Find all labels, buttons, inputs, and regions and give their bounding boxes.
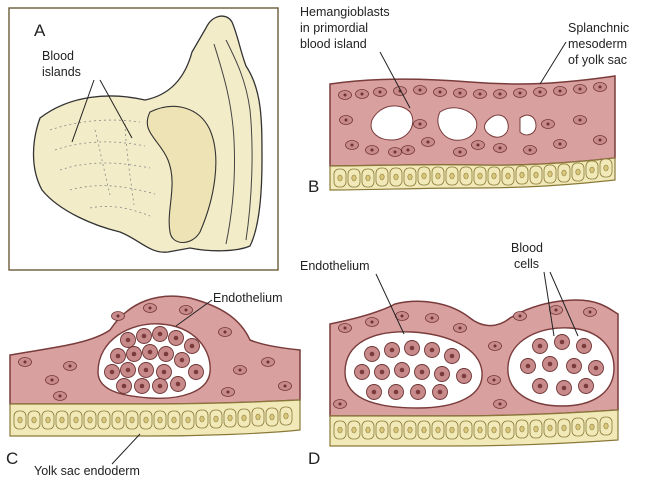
splanchnic-label-line3: of yolk sac — [568, 53, 627, 67]
yolk-sac-endoderm-label: Yolk sac endoderm — [34, 464, 140, 478]
panel-c-letter: C — [6, 449, 18, 468]
blood-cells-label-line2: cells — [514, 257, 539, 271]
embryo-yolk-sac-drawing — [32, 15, 263, 253]
blood-cells-label-line1: Blood — [511, 241, 543, 255]
blood-islands-leader-2 — [99, 79, 133, 139]
blood-islands-label-line2: islands — [42, 65, 81, 79]
blood-islands-label-line1: Blood — [42, 49, 74, 63]
panel-d: D Endothelium Blood cells — [300, 241, 619, 468]
panel-a: A Blood islands — [8, 7, 279, 271]
yolk-sac-endoderm-leader — [111, 433, 141, 465]
splanchnic-label-line1: Splanchnic — [568, 21, 629, 35]
panel-c: C Endothelium Yolk sac endoderm — [6, 291, 301, 478]
panel-b-island — [370, 105, 537, 141]
panel-b-endoderm — [329, 157, 616, 191]
panel-d-endoderm — [329, 409, 619, 447]
splanchnic-leader — [539, 41, 567, 85]
panel-b-letter: B — [308, 177, 319, 196]
panel-a-letter: A — [34, 21, 46, 40]
hemangioblasts-label-line3: blood island — [300, 37, 367, 51]
panel-c-endothelium-label: Endothelium — [213, 291, 283, 305]
hemangioblasts-leader — [379, 51, 411, 109]
panel-b: B Hemangioblasts in primordial blood isl… — [300, 5, 629, 196]
panel-d-endothelium-leader — [375, 273, 405, 335]
blood-islands-leader-1 — [71, 79, 95, 143]
panel-c-endoderm — [9, 399, 301, 437]
panel-d-letter: D — [308, 449, 320, 468]
hemangioblasts-label-line1: Hemangioblasts — [300, 5, 390, 19]
hemangioblasts-label-line2: in primordial — [300, 21, 368, 35]
splanchnic-label-line2: mesoderm — [568, 37, 627, 51]
blood-cells-leader-2 — [549, 271, 579, 337]
panel-c-endothelium-leader — [175, 299, 213, 327]
blood-cells-leader-1 — [543, 271, 555, 337]
panel-d-endothelium-label: Endothelium — [300, 259, 370, 273]
